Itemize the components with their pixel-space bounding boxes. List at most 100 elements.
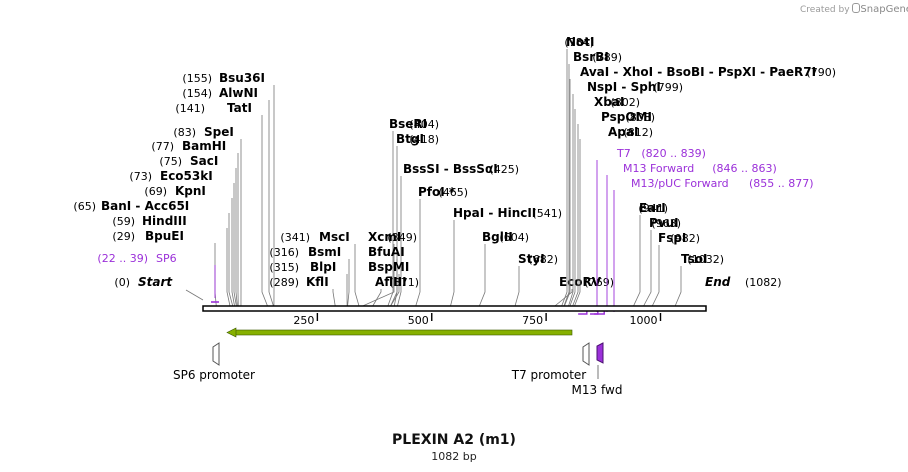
start-position-label: (0) <box>114 276 130 289</box>
site-leader-line <box>372 289 382 307</box>
site-position-label: (289) <box>269 276 299 289</box>
restriction-site-20: BfuAI <box>368 245 405 307</box>
t7-promoter-label: T7 promoter <box>511 368 587 382</box>
scale-tick-label: 1000 <box>630 314 658 327</box>
primer-name-label: T7 <box>616 147 631 160</box>
restriction-site-8: (65) BanI - Acc65I <box>73 199 234 307</box>
site-position-label: (29) <box>112 230 135 243</box>
restriction-site-19: (349)XcmI <box>362 230 417 307</box>
site-name-label: Bsu36I <box>219 71 265 85</box>
site-position-label: (141) <box>175 102 205 115</box>
site-name-label: ApaI <box>608 125 638 139</box>
snapgene-watermark: Created by SnapGene <box>800 3 908 15</box>
restriction-site-15: (404)BseRI <box>387 117 439 307</box>
site-position-label: (73) <box>129 170 152 183</box>
restriction-site-9: (59)HindIII <box>112 214 231 307</box>
primer-name-label: SP6 <box>156 252 177 265</box>
site-leader-line <box>231 198 235 307</box>
site-name-label: XbaI <box>594 95 624 109</box>
site-leader-line <box>563 64 570 307</box>
site-leader-line <box>332 289 336 307</box>
site-position-label: (418) <box>409 133 439 146</box>
site-name-label: KflI <box>306 275 329 289</box>
site-position-label: (941) <box>638 202 668 215</box>
site-name-label: PspOMI <box>601 110 652 124</box>
restriction-site-22: (371)AflIII <box>372 275 419 307</box>
site-position-label: (808) <box>625 111 655 124</box>
site-leader-line <box>478 244 486 307</box>
site-name-label: NspI - SphI <box>587 80 661 94</box>
site-leader-line <box>574 139 581 307</box>
site-name-label: BlpI <box>310 260 336 274</box>
site-position-label: (371) <box>389 276 419 289</box>
restriction-site-29: (790)AvaI - XhoI - BsoBI - PspXI - PaeR7… <box>564 65 836 307</box>
site-name-label: PfoI * <box>418 185 456 199</box>
restriction-site-31: (802)XbaI <box>569 95 640 307</box>
start-leader-line <box>185 289 204 301</box>
restriction-site-32: (808)PspOMI <box>572 110 655 307</box>
site-name-label: AvaI - XhoI - BsoBI - PspXI - PaeR7I <box>580 65 816 79</box>
restriction-site-13: (315)BlpI <box>269 260 348 307</box>
restriction-site-27: (784)NotI <box>561 35 595 307</box>
site-leader-line <box>226 228 231 307</box>
sp6-promoter-shape <box>212 342 220 366</box>
site-leader-line <box>569 109 576 307</box>
start-label: Start <box>138 275 173 289</box>
restriction-site-7: (69)KpnI <box>144 184 235 307</box>
site-position-label: (790) <box>806 66 836 79</box>
end-position-label: (1082) <box>745 276 782 289</box>
site-position-label: (154) <box>182 87 212 100</box>
primer-position-label: (846 .. 863) <box>712 162 777 175</box>
site-leader-line <box>633 215 641 307</box>
restriction-site-12: (316)BsmI <box>269 245 350 307</box>
site-name-label: SacI <box>190 154 218 168</box>
restriction-site-2: (141)TatI <box>175 101 268 307</box>
site-name-label: EarI <box>639 201 666 215</box>
restriction-site-17: (425)BssSI - BssSαI <box>397 162 519 307</box>
site-position-label: (784) <box>564 36 594 49</box>
site-leader-line <box>362 244 395 307</box>
site-name-label: BsrBI <box>573 50 609 64</box>
site-leader-line <box>233 183 237 307</box>
site-leader-line <box>235 168 238 307</box>
restriction-site-33: (812)ApaI <box>574 125 653 307</box>
restriction-site-21: BspMI <box>368 260 409 307</box>
primer-position-label: (855 .. 877) <box>749 177 814 190</box>
sequence-backbone <box>202 305 707 312</box>
site-position-label: (425) <box>489 163 519 176</box>
scale-tick-label: 500 <box>408 314 429 327</box>
restriction-site-25: (682)StyI <box>514 252 558 307</box>
site-position-label: (802) <box>610 96 640 109</box>
site-name-label: PvuI <box>649 216 679 230</box>
site-name-label: BsmI <box>308 245 341 259</box>
site-leader-line <box>390 274 400 307</box>
restriction-site-14: (289) KflI <box>269 275 336 307</box>
site-position-label: (75) <box>159 155 182 168</box>
site-name-label: SpeI <box>204 125 234 139</box>
scale-tick-label: 750 <box>522 314 543 327</box>
site-position-label: (83) <box>173 126 196 139</box>
site-leader-line <box>643 230 652 307</box>
site-position-label: (799) <box>653 81 683 94</box>
site-position-label: (541) <box>532 207 562 220</box>
site-leader-line <box>554 289 573 307</box>
site-name-label: BseRI <box>389 117 427 131</box>
site-position-label: (349) <box>387 231 417 244</box>
site-name-label: BssSI - BssSαI <box>403 162 498 176</box>
plasmid-title: PLEXIN A2 (m1) <box>392 432 516 448</box>
site-position-label: (65) <box>73 200 96 213</box>
primer-0: (22 .. 39)SP6 <box>97 252 219 303</box>
site-leader-line <box>347 259 350 307</box>
site-name-label: KpnI <box>175 184 206 198</box>
site-name-label: HindIII <box>142 214 187 228</box>
primer-1: T7(820 .. 839) <box>578 147 706 315</box>
site-name-label: HpaI - HincII <box>453 206 536 220</box>
site-position-label: (1032) <box>687 253 724 266</box>
site-name-label: AflIII <box>375 275 407 289</box>
site-name-label: BanI - Acc65I <box>101 199 189 213</box>
restriction-site-35: (963)PvuI <box>643 216 681 307</box>
site-name-label: NotI <box>566 35 595 49</box>
site-name-label: BpuEI <box>145 229 184 243</box>
restriction-site-24: (604)BglII <box>478 230 529 307</box>
